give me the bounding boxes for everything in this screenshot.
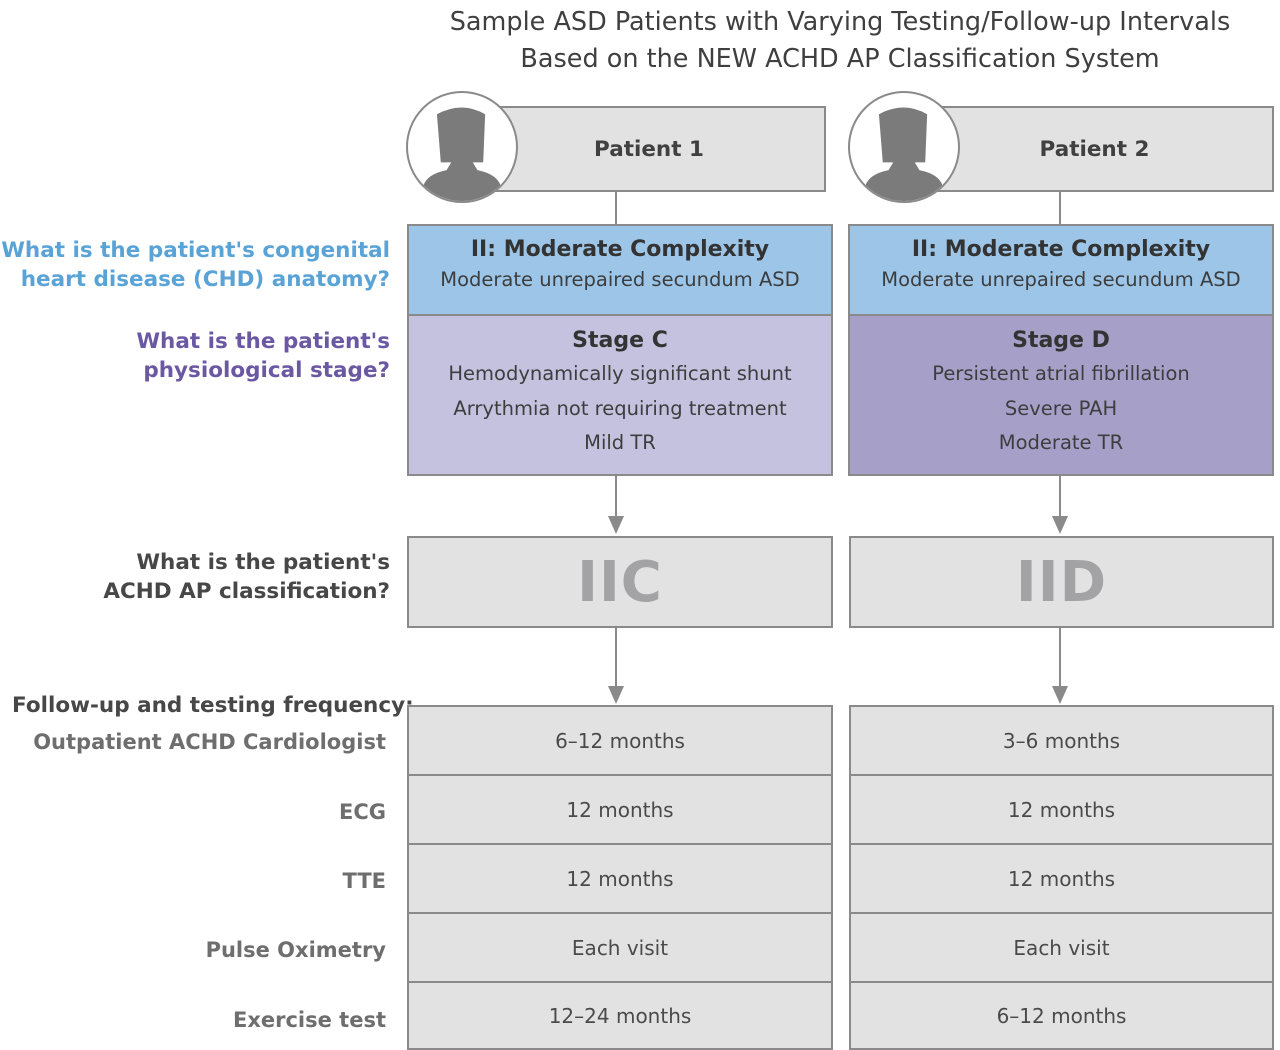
patient-2-anatomy-heading: II: Moderate Complexity: [911, 237, 1211, 262]
arrow-down-icon: [608, 516, 624, 534]
patient-2-frequency-cell: Each visit: [849, 912, 1274, 983]
patient-2-stage-heading: Stage D: [1012, 328, 1110, 353]
patient-2-header: Patient 2: [905, 106, 1274, 192]
title-line-2: Based on the NEW ACHD AP Classification …: [520, 44, 1160, 74]
question-anatomy-line-2: heart disease (CHD) anatomy?: [20, 267, 390, 292]
patient-2-classification-box: IID: [849, 536, 1274, 628]
test-label-exercise-test: Exercise test: [232, 1008, 386, 1032]
patient-1-stage-box: Stage C Hemodynamically significant shun…: [407, 316, 833, 476]
connector-line: [1059, 192, 1061, 225]
question-class-line-1: What is the patient's: [136, 550, 390, 575]
arrow-down-icon: [1052, 686, 1068, 704]
patient-2-name: Patient 2: [1039, 136, 1150, 162]
patient-1-stage-heading: Stage C: [572, 328, 668, 353]
patient-2-stage-detail: Persistent atrial fibrillation: [932, 362, 1190, 385]
patient-1-frequency-cell: 12–24 months: [407, 981, 833, 1050]
test-label-cardiologist: Outpatient ACHD Cardiologist: [33, 730, 386, 754]
patient-1-anatomy-detail: Moderate unrepaired secundum ASD: [440, 268, 800, 291]
person-avatar-icon: [848, 91, 960, 203]
patient-2-stage-detail: Severe PAH: [1004, 396, 1118, 420]
patient-1-classification-box: IIC: [407, 536, 833, 628]
test-label-tte: TTE: [342, 869, 386, 893]
patient-1-stage-detail: Hemodynamically significant shunt: [448, 362, 792, 385]
arrow-down-icon: [1052, 516, 1068, 534]
followup-heading: Follow-up and testing frequency:: [12, 693, 414, 718]
patient-1-name: Patient 1: [594, 136, 704, 162]
patient-2-frequency-cell: 12 months: [849, 843, 1274, 914]
arrow-down-icon: [608, 686, 624, 704]
patient-1-anatomy-box: II: Moderate Complexity Moderate unrepai…: [407, 224, 833, 316]
question-class-line-2: ACHD AP classification?: [103, 579, 390, 604]
connector-arrow-line: [615, 476, 617, 518]
question-classification: What is the patient's ACHD AP classifica…: [103, 548, 390, 606]
question-anatomy-line-1: What is the patient's congenital: [1, 238, 390, 263]
patient-1-anatomy-heading: II: Moderate Complexity: [470, 237, 770, 262]
patient-2-stage-detail: Moderate TR: [998, 431, 1124, 454]
test-label-pulse-oximetry: Pulse Oximetry: [205, 938, 386, 962]
patient-1-frequency-cell: Each visit: [407, 912, 833, 983]
patient-2-anatomy-detail: Moderate unrepaired secundum ASD: [881, 268, 1241, 291]
patient-2-frequency-cell: 12 months: [849, 774, 1274, 845]
patient-1-frequency-cell: 12 months: [407, 774, 833, 845]
test-label-ecg: ECG: [339, 800, 386, 824]
patient-1-stage-detail: Mild TR: [584, 431, 656, 454]
person-avatar-icon: [406, 91, 518, 203]
patient-2-stage-box: Stage D Persistent atrial fibrillation S…: [848, 316, 1274, 476]
question-stage: What is the patient's physiological stag…: [136, 327, 390, 385]
question-stage-line-2: physiological stage?: [143, 358, 390, 383]
patient-2-frequency-cell: 6–12 months: [849, 981, 1274, 1050]
title-line-1: Sample ASD Patients with Varying Testing…: [449, 7, 1231, 37]
question-anatomy: What is the patient's congenital heart d…: [1, 236, 390, 294]
connector-arrow-line: [1059, 476, 1061, 518]
diagram-title: Sample ASD Patients with Varying Testing…: [420, 4, 1260, 78]
patient-1-stage-detail: Arrythmia not requiring treatment: [453, 396, 787, 420]
connector-arrow-line: [1059, 628, 1061, 688]
patient-1-classification: IIC: [577, 549, 663, 615]
patient-2-classification: IID: [1015, 549, 1108, 615]
question-stage-line-1: What is the patient's: [136, 329, 390, 354]
patient-2-frequency-cell: 3–6 months: [849, 705, 1274, 776]
patient-1-frequency-cell: 6–12 months: [407, 705, 833, 776]
patient-2-anatomy-box: II: Moderate Complexity Moderate unrepai…: [848, 224, 1274, 316]
connector-arrow-line: [615, 628, 617, 688]
connector-line: [615, 192, 617, 225]
patient-1-header: Patient 1: [462, 106, 826, 192]
patient-1-frequency-cell: 12 months: [407, 843, 833, 914]
